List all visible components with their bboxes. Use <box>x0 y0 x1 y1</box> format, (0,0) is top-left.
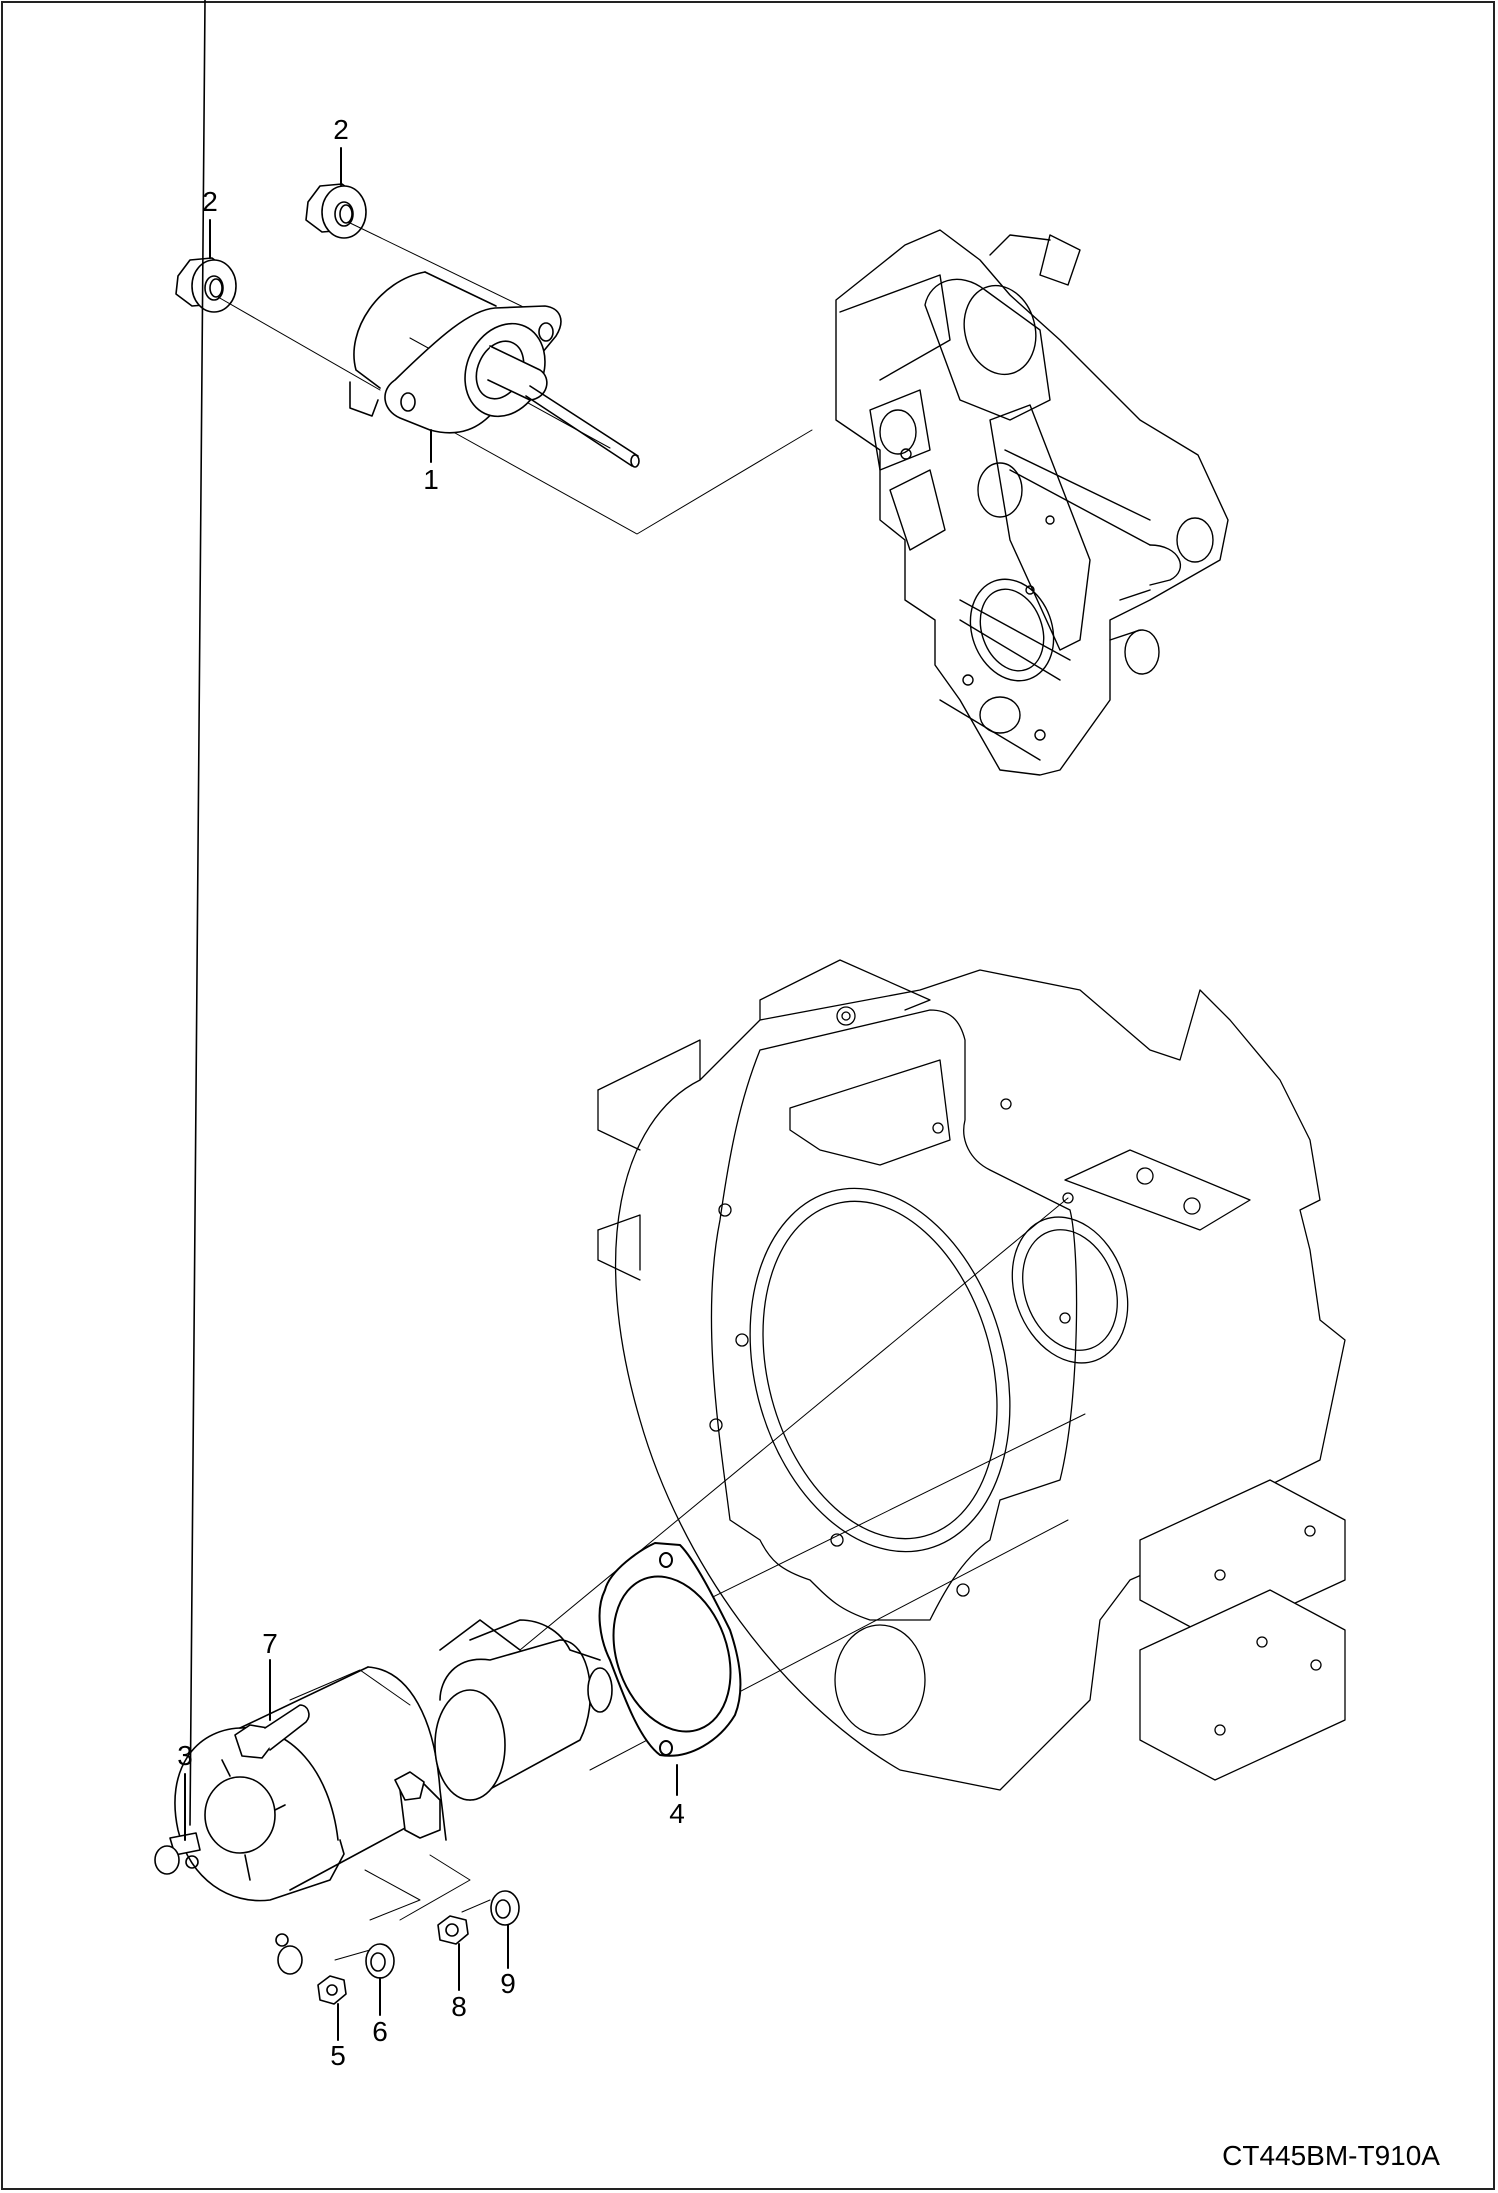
callout-7: 7 <box>262 1628 278 1659</box>
nut-8-icon <box>437 1915 469 1991</box>
drawing-id-label: CT445BM-T910A <box>1222 2140 1440 2171</box>
callout-1: 1 <box>423 464 439 495</box>
callout-5: 5 <box>330 2040 346 2071</box>
nut-5-icon <box>317 1975 347 2041</box>
callout-8: 8 <box>451 1991 467 2022</box>
callout-6: 6 <box>372 2016 388 2047</box>
starter-motor-icon <box>154 0 613 1975</box>
nut-upper-icon <box>305 183 367 239</box>
callout-9: 9 <box>500 1968 516 1999</box>
callout-3: 3 <box>177 1740 193 1771</box>
timing-gear-housing-icon <box>835 229 1229 776</box>
washer-6-icon <box>365 1943 395 2016</box>
callout-4: 4 <box>669 1798 685 1829</box>
flywheel-housing-icon <box>597 959 1346 1791</box>
washer-9-icon <box>490 1890 520 1969</box>
solenoid-icon <box>349 271 640 468</box>
gasket-icon <box>598 1542 742 1796</box>
nut-lower-icon <box>175 257 237 313</box>
callout-2-upper: 2 <box>333 114 349 145</box>
callout-2-lower: 2 <box>202 186 218 217</box>
bolt-icon <box>234 1659 310 1759</box>
